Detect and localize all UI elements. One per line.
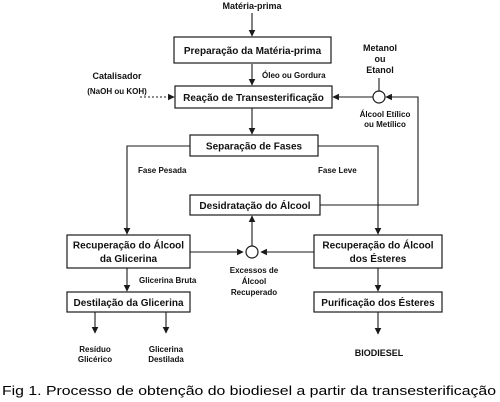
arrow-fase-leve	[318, 145, 382, 235]
box-rec-glicerina: Recuperação do Álcool da Glicerina	[66, 234, 191, 269]
label-glicerina: Glicerina	[149, 345, 184, 354]
box-rec-glicerina-label-2: da Glicerina	[100, 254, 158, 265]
label-fase-pesada: Fase Pesada	[138, 166, 187, 175]
box-rec-glicerina-label-1: Recuperação do Álcool	[73, 239, 184, 252]
label-etanol: Etanol	[366, 65, 394, 75]
label-glicerico: Glicérico	[78, 355, 112, 364]
label-ou: ou	[375, 54, 386, 64]
label-ou-metilico: ou Metílico	[364, 120, 406, 129]
label-excessos: Excessos de	[230, 266, 279, 275]
recovered-alcohol-junction	[245, 245, 259, 259]
box-preparacao: Preparação da Matéria-prima	[173, 36, 332, 64]
connectors	[91, 13, 419, 335]
label-alcool-etilico: Álcool Etílico	[360, 110, 411, 119]
box-rec-esteres-label-1: Recuperação do Álcool	[322, 239, 433, 252]
box-separacao-label: Separação de Fases	[206, 142, 303, 153]
label-materia-prima: Matéria-prima	[222, 1, 282, 11]
label-destilada: Destilada	[148, 355, 184, 364]
box-reacao-label: Reação de Transesterificação	[183, 93, 324, 104]
alcohol-junction	[372, 90, 386, 104]
arrow-fase-pesada	[123, 145, 190, 235]
arrow-desidratacao-recycle	[320, 93, 419, 206]
label-fase-leve: Fase Leve	[318, 166, 357, 175]
box-separacao: Separação de Fases	[189, 134, 319, 157]
label-catalisador-tipo: (NaOH ou KOH)	[87, 87, 147, 96]
label-oleo-gordura: Óleo ou Gordura	[262, 71, 326, 80]
label-metanol: Metanol	[363, 43, 397, 53]
label-alcool: Álcool	[242, 277, 266, 286]
box-destilacao: Destilação da Glicerina	[66, 291, 191, 313]
box-destilacao-label: Destilação da Glicerina	[73, 298, 183, 309]
label-glicerina-bruta: Glicerina Bruta	[139, 276, 197, 285]
box-desidratacao: Desidratação do Álcool	[189, 194, 321, 216]
box-purificacao-label: Purificação dos Ésteres	[321, 296, 435, 309]
box-preparacao-label: Preparação da Matéria-prima	[184, 46, 322, 57]
label-recuperado: Recuperado	[231, 288, 277, 297]
box-purificacao: Purificação dos Ésteres	[313, 291, 443, 313]
label-catalisador: Catalisador	[92, 71, 142, 81]
label-residuo: Resíduo	[79, 345, 111, 354]
box-desidratacao-label: Desidratação do Álcool	[199, 199, 310, 212]
label-biodiesel: BIODIESEL	[355, 348, 404, 358]
figure-caption: Fig 1. Processo de obtenção do biodiesel…	[2, 383, 496, 398]
box-rec-esteres: Recuperação do Álcool dos Ésteres	[313, 234, 443, 269]
box-rec-esteres-label-2: dos Ésteres	[350, 252, 407, 265]
box-reacao: Reação de Transesterificação	[174, 85, 333, 109]
